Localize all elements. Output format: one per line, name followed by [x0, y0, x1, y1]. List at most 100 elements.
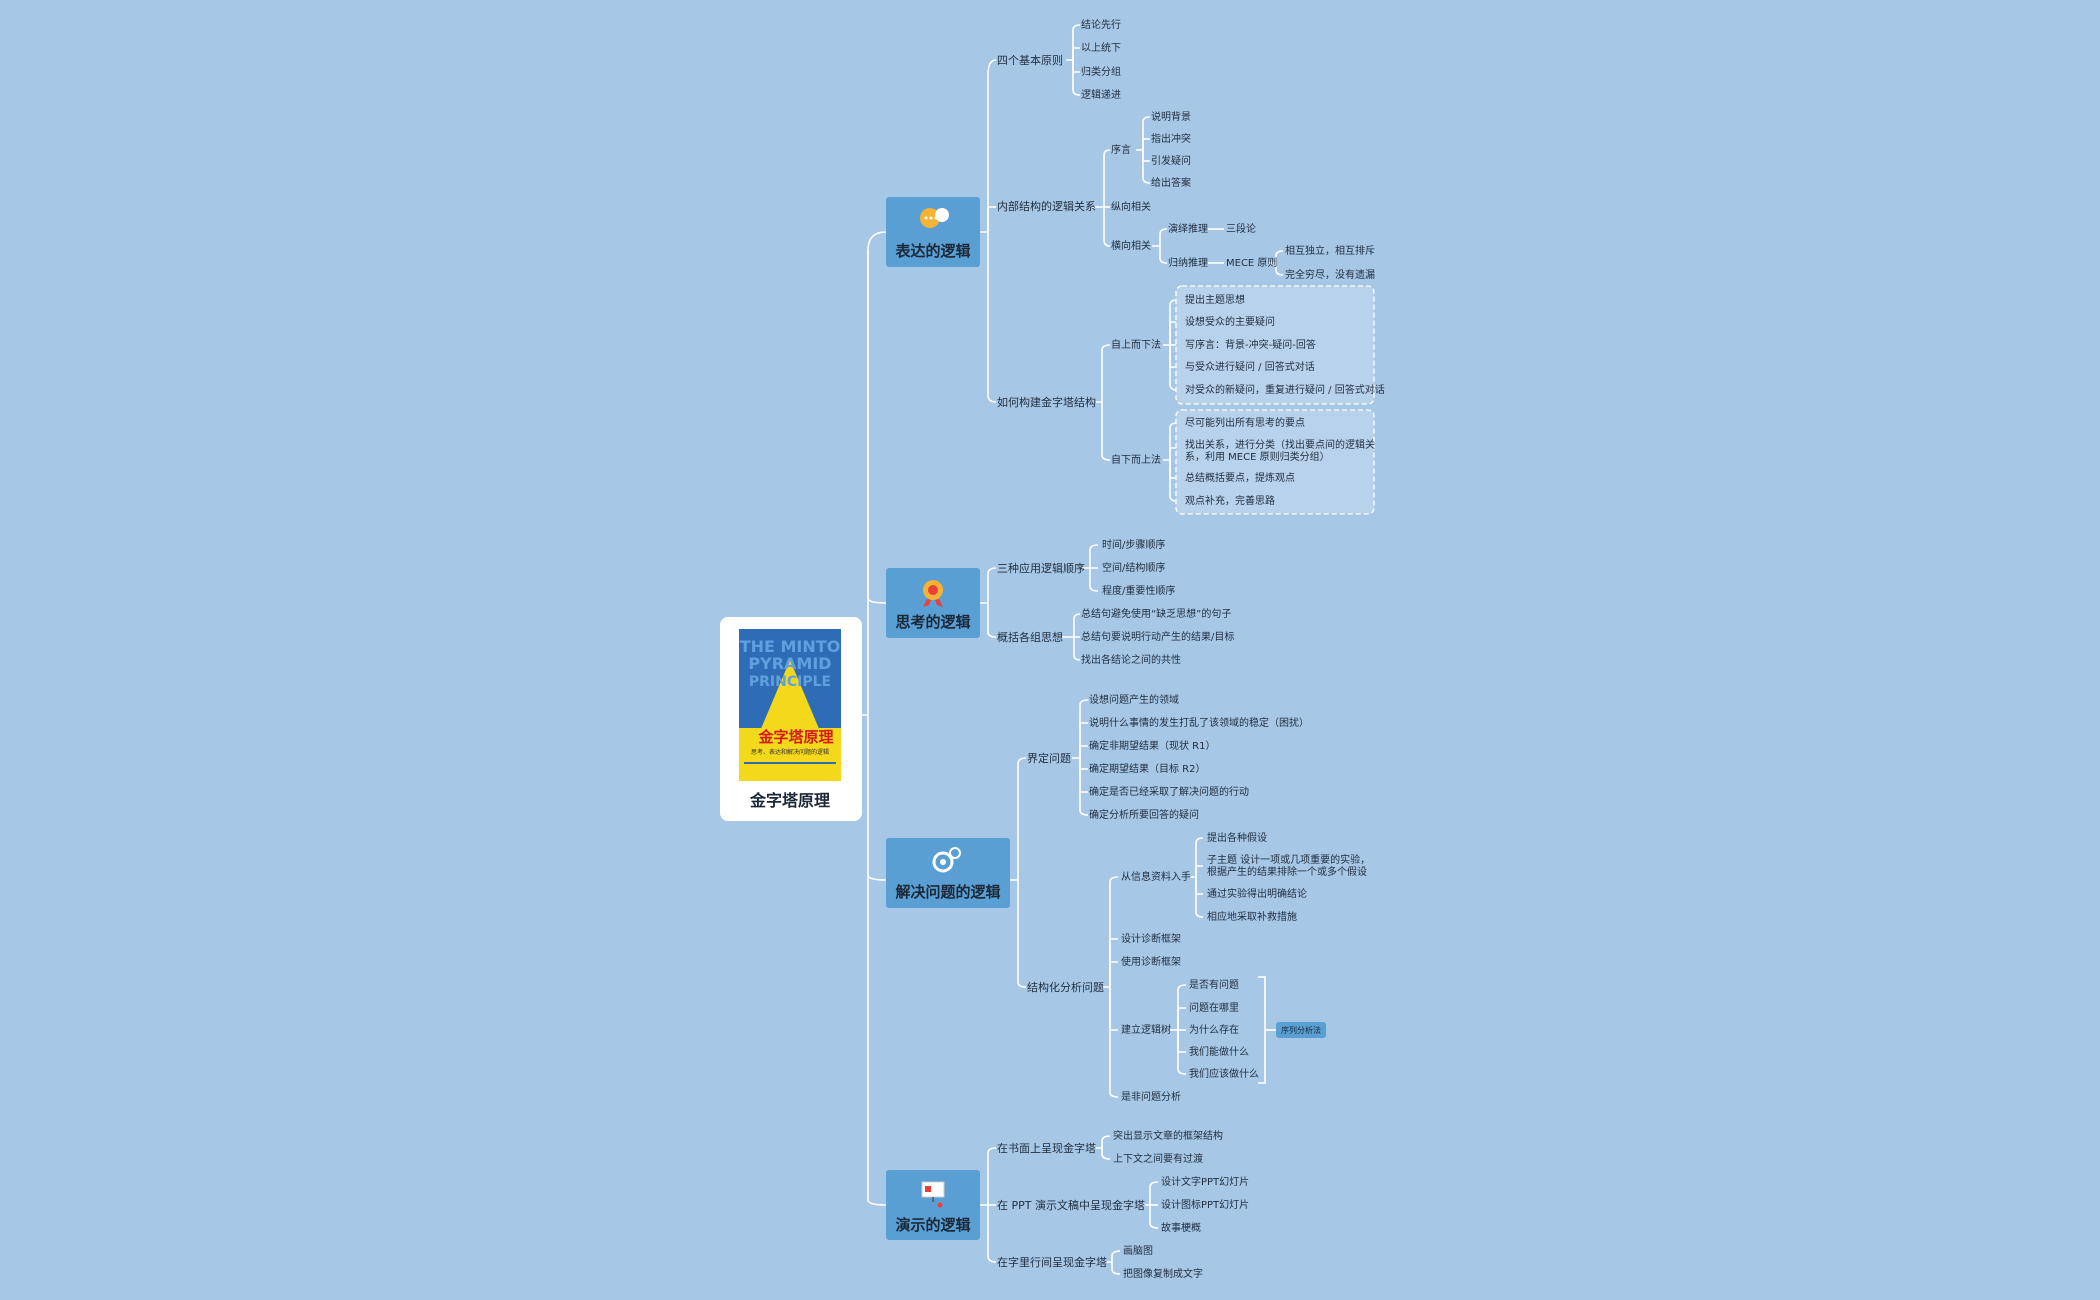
node-four-principles[interactable]: 四个基本原则 — [997, 53, 1063, 67]
node-structured-analysis[interactable]: 结构化分析问题 — [1027, 980, 1104, 994]
leaf-clear-conclusion[interactable]: 通过实验得出明确结论 — [1207, 887, 1307, 900]
leaf-what-can-do[interactable]: 我们能做什么 — [1189, 1045, 1249, 1058]
cover-title-en-2: PYRAMID — [748, 654, 831, 673]
leaf-is-there-problem[interactable]: 是否有问题 — [1189, 978, 1239, 991]
node-design-framework[interactable]: 设计诊断框架 — [1121, 932, 1181, 945]
leaf-highlight-framework[interactable]: 突出显示文章的框架结构 — [1113, 1129, 1223, 1142]
leaf-where-problem[interactable]: 问题在哪里 — [1189, 1001, 1239, 1014]
top-down-boundary — [1175, 285, 1375, 405]
leaf-why-exists[interactable]: 为什么存在 — [1189, 1023, 1239, 1036]
node-yes-no-analysis[interactable]: 是非问题分析 — [1121, 1090, 1181, 1103]
sequence-analysis-tag[interactable]: 序列分析法 — [1276, 1022, 1326, 1038]
leaf-answer[interactable]: 给出答案 — [1151, 176, 1191, 189]
branch-present[interactable]: 演示的逻辑 — [886, 1170, 980, 1240]
branch-think[interactable]: 思考的逻辑 — [886, 568, 980, 638]
solve-subtree: 界定问题 设想问题产生的领域 说明什么事情的发生打乱了该领域的稳定（困扰） 确定… — [1027, 693, 1370, 1103]
leaf-hypotheses[interactable]: 提出各种假设 — [1207, 831, 1267, 844]
node-three-orders[interactable]: 三种应用逻辑顺序 — [997, 561, 1085, 575]
leaf-mutually-exclusive[interactable]: 相互独立，相互排斥 — [1285, 244, 1375, 257]
leaf-complete-thinking[interactable]: 观点补充，完善思路 — [1185, 494, 1275, 507]
branch-express[interactable]: 表达的逻辑 — [886, 197, 980, 267]
leaf-analysis-question[interactable]: 确定分析所要回答的疑问 — [1089, 808, 1199, 821]
node-present-in-writing[interactable]: 在书面上呈现金字塔 — [997, 1141, 1096, 1155]
leaf-time-order[interactable]: 时间/步骤顺序 — [1102, 538, 1165, 551]
leaf-logical-progression[interactable]: 逻辑递进 — [1081, 88, 1121, 101]
leaf-top-down-summary[interactable]: 以上统下 — [1081, 41, 1121, 54]
gears-icon — [932, 847, 961, 873]
leaf-write-preface[interactable]: 写序言：背景-冲突-疑问-回答 — [1185, 338, 1316, 351]
node-present-between-lines[interactable]: 在字里行间呈现金字塔 — [997, 1255, 1107, 1269]
leaf-repeat-qa[interactable]: 对受众的新疑问，重复进行疑问 / 回答式对话 — [1185, 383, 1385, 396]
root-title: 金字塔原理 — [749, 791, 830, 810]
node-from-information[interactable]: 从信息资料入手 — [1121, 870, 1191, 883]
leaf-question[interactable]: 引发疑问 — [1151, 154, 1191, 167]
cover-title-en-3: PRINCIPLE — [749, 674, 831, 690]
node-deduction[interactable]: 演绎推理 — [1168, 222, 1208, 235]
leaf-state-result[interactable]: 总结句要说明行动产生的结果/目标 — [1081, 630, 1234, 643]
node-internal-structure[interactable]: 内部结构的逻辑关系 — [997, 199, 1096, 213]
leaf-syllogism[interactable]: 三段论 — [1226, 222, 1256, 235]
cover-subtitle-cn: 思考、表达和解决问题的逻辑 — [751, 748, 829, 756]
node-logic-tree[interactable]: 建立逻辑树 — [1121, 1023, 1171, 1036]
present-subtree: 在书面上呈现金字塔 突出显示文章的框架结构 上下文之间要有过渡 在 PPT 演示… — [997, 1129, 1249, 1280]
leaf-storyboard[interactable]: 故事梗概 — [1161, 1221, 1201, 1234]
cover-title-en-1: THE MINTO — [740, 637, 841, 656]
node-preface[interactable]: 序言 — [1111, 143, 1131, 156]
leaf-conflict[interactable]: 指出冲突 — [1151, 132, 1191, 145]
leaf-problem-domain[interactable]: 设想问题产生的领域 — [1089, 693, 1179, 706]
leaf-propose-theme[interactable]: 提出主题思想 — [1185, 293, 1245, 306]
leaf-collectively-exhaustive[interactable]: 完全穷尽，没有遗漏 — [1285, 268, 1375, 281]
leaf-find-relations-2[interactable]: 系，利用 MECE 原则归类分组） — [1185, 450, 1330, 463]
branch-express-label: 表达的逻辑 — [895, 242, 970, 260]
award-medal-icon — [923, 580, 943, 607]
sequence-analysis-label: 序列分析法 — [1281, 1025, 1321, 1035]
node-horizontal[interactable]: 横向相关 — [1111, 239, 1151, 252]
leaf-summarize-points[interactable]: 总结概括要点，提炼观点 — [1185, 471, 1295, 484]
node-summarize-groups[interactable]: 概括各组思想 — [997, 630, 1063, 644]
node-top-down-method[interactable]: 自上而下法 — [1111, 338, 1161, 351]
think-subtree: 三种应用逻辑顺序 时间/步骤顺序 空间/结构顺序 程度/重要性顺序 概括各组思想… — [997, 538, 1234, 666]
branch-think-label: 思考的逻辑 — [895, 613, 970, 631]
node-mece[interactable]: MECE 原则 — [1226, 256, 1277, 269]
leaf-draw-mindmap[interactable]: 画脑图 — [1123, 1244, 1153, 1257]
leaf-space-order[interactable]: 空间/结构顺序 — [1102, 561, 1165, 574]
node-build-pyramid[interactable]: 如何构建金字塔结构 — [997, 395, 1096, 409]
leaf-remedial-measures[interactable]: 相应地采取补救措施 — [1207, 910, 1297, 923]
root-node[interactable]: THE MINTO PYRAMID PRINCIPLE 金字塔原理 思考、表达和… — [720, 617, 862, 821]
node-define-problem[interactable]: 界定问题 — [1027, 751, 1071, 765]
leaf-grouping[interactable]: 归类分组 — [1081, 65, 1121, 78]
branch-present-label: 演示的逻辑 — [895, 1216, 970, 1234]
presentation-board-icon — [921, 1181, 945, 1208]
leaf-experiment-1[interactable]: 子主题 设计一项或几项重要的实验， — [1207, 853, 1370, 866]
bottom-up-boundary — [1175, 409, 1375, 515]
leaf-degree-order[interactable]: 程度/重要性顺序 — [1102, 584, 1175, 597]
leaf-transitions[interactable]: 上下文之间要有过渡 — [1113, 1152, 1203, 1165]
node-induction[interactable]: 归纳推理 — [1168, 256, 1208, 269]
leaf-action-taken[interactable]: 确定是否已经采取了解决问题的行动 — [1089, 785, 1249, 798]
speech-bubbles-icon — [920, 208, 949, 228]
node-present-in-ppt[interactable]: 在 PPT 演示文稿中呈现金字塔 — [997, 1198, 1145, 1212]
leaf-list-points[interactable]: 尽可能列出所有思考的要点 — [1185, 416, 1305, 429]
leaf-conclusion-first[interactable]: 结论先行 — [1081, 18, 1121, 31]
leaf-text-slides[interactable]: 设计文字PPT幻灯片 — [1161, 1175, 1249, 1188]
leaf-image-to-text[interactable]: 把图像复制成文字 — [1123, 1267, 1203, 1280]
leaf-qa-dialogue[interactable]: 与受众进行疑问 / 回答式对话 — [1185, 360, 1315, 373]
branch-solve[interactable]: 解决问题的逻辑 — [886, 838, 1010, 908]
book-cover-image: THE MINTO PYRAMID PRINCIPLE 金字塔原理 思考、表达和… — [739, 629, 841, 781]
leaf-disturbance[interactable]: 说明什么事情的发生打乱了该领域的稳定（困扰） — [1089, 716, 1309, 729]
leaf-r1[interactable]: 确定非期望结果（现状 R1） — [1089, 739, 1216, 752]
leaf-experiment-2[interactable]: 根据产生的结果排除一个或多个假设 — [1207, 865, 1367, 878]
node-use-framework[interactable]: 使用诊断框架 — [1121, 955, 1181, 968]
leaf-chart-slides[interactable]: 设计图标PPT幻灯片 — [1161, 1198, 1249, 1211]
leaf-avoid-empty[interactable]: 总结句避免使用“缺乏思想”的句子 — [1081, 607, 1231, 620]
leaf-what-should-do[interactable]: 我们应该做什么 — [1189, 1067, 1259, 1080]
leaf-find-relations-1[interactable]: 找出关系，进行分类（找出要点间的逻辑关 — [1185, 438, 1375, 451]
leaf-find-commonality[interactable]: 找出各结论之间的共性 — [1081, 653, 1181, 666]
leaf-background[interactable]: 说明背景 — [1151, 110, 1191, 123]
leaf-audience-question[interactable]: 设想受众的主要疑问 — [1185, 315, 1275, 328]
connector-lines — [860, 24, 1284, 1275]
node-vertical[interactable]: 纵向相关 — [1111, 200, 1151, 213]
node-bottom-up-method[interactable]: 自下而上法 — [1111, 453, 1161, 466]
leaf-r2[interactable]: 确定期望结果（目标 R2） — [1089, 762, 1206, 775]
